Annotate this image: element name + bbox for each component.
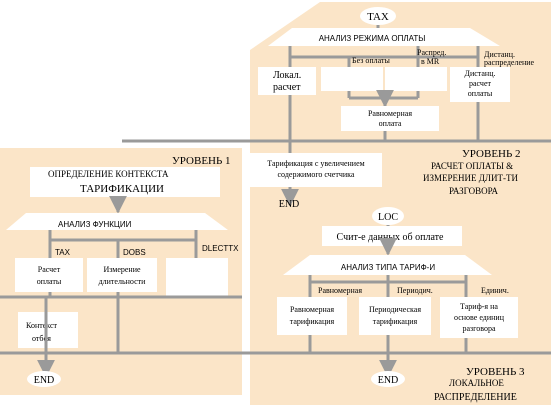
branch-uniform-label: Равномерная (318, 286, 362, 295)
branch-dlecttx-label: DLECTTX (202, 244, 239, 253)
level2-title-1: УРОВЕНЬ 2 (462, 148, 521, 160)
periodic-tariff-label-1: Периодическая (369, 305, 421, 314)
uniform-payment-label-1: Равномерная (368, 109, 412, 118)
branch-periodic-label: Периодич. (397, 286, 433, 295)
level2-start-label: TAX (367, 11, 389, 23)
level2-start-node (360, 7, 396, 25)
level2-title-2: РАСЧЕТ ОПЛАТЫ & (431, 161, 513, 171)
level3-end-node (371, 371, 405, 387)
level3-start-label: LOC (378, 212, 398, 223)
unit-tariff-box (440, 297, 518, 338)
function-analysis-label: АНАЛИЗ ФУНКЦИИ (58, 220, 132, 229)
periodic-tariff-box (359, 297, 431, 335)
branch-unit-label: Единич. (481, 286, 509, 295)
context-box (30, 167, 220, 197)
local-calc-label-2: расчет (273, 82, 301, 93)
context-label-2: ТАРИФИКАЦИИ (80, 183, 164, 195)
calc-payment-label-1: Расчет (38, 265, 61, 274)
remote-calc-label-3: оплаты (468, 89, 493, 98)
mr-box (385, 67, 447, 91)
calc-payment-box (15, 258, 83, 292)
level1-end-node (27, 371, 61, 387)
free-box (321, 67, 383, 91)
uniform-payment-label-2: оплата (379, 119, 402, 128)
type-analysis-label: АНАЛИЗ ТИПА ТАРИФ-И (341, 263, 435, 272)
periodic-tariff-label-2: тарификация (373, 317, 418, 326)
uniform-tariff-label-2: тарификация (290, 317, 335, 326)
dlecttx-box (166, 258, 228, 296)
level2-title-3: ИЗМЕРЕНИЕ ДЛИТ-ТИ (423, 173, 518, 183)
level3-start-node (372, 207, 404, 225)
branch-remote-label-2: распределение (484, 58, 535, 67)
unit-tariff-label-1: Тариф-я на (460, 302, 498, 311)
remote-calc-box (450, 67, 510, 102)
unit-tariff-label-3: разговора (462, 324, 496, 333)
uniform-tariff-box (277, 297, 347, 335)
measure-duration-box (87, 258, 157, 292)
level3-end-label: END (378, 375, 399, 386)
local-calc-label-1: Локал. (273, 70, 301, 81)
read-data-label: Счит-е данных об оплате (337, 232, 444, 243)
level3-title-3: РАСПРЕДЕЛЕНИЕ (434, 392, 517, 403)
level3-title-2: ЛОКАЛЬНОЕ (449, 378, 504, 388)
mode-analysis-label: АНАЛИЗ РЕЖИМА ОПЛАТЫ (319, 34, 426, 43)
read-data-box (322, 226, 462, 246)
level3-title-1: УРОВЕНЬ 3 (466, 366, 525, 378)
context-call-label-2: отбоя (32, 334, 51, 343)
context-call-box (18, 312, 78, 348)
local-calc-box (258, 67, 316, 95)
branch-dobs-label: DOBS (123, 248, 146, 257)
uniform-tariff-label-1: Равномерная (290, 305, 334, 314)
context-call-label-1: Контекст (26, 321, 58, 330)
counter-tariff-label-1: Тарификация с увеличением (267, 159, 364, 168)
level1-end-label: END (34, 375, 55, 386)
level1-title: УРОВЕНЬ 1 (172, 155, 231, 167)
level2-title-4: РАЗГОВОРА (449, 186, 498, 196)
unit-tariff-label-2: основе единиц (454, 313, 505, 322)
measure-duration-label-2: длительности (99, 277, 147, 286)
remote-calc-label-2: расчет (469, 79, 492, 88)
mode-analysis-block (268, 28, 500, 46)
level2-end-label: END (279, 199, 300, 210)
type-analysis-block (283, 255, 492, 275)
calc-payment-label-2: оплаты (37, 277, 62, 286)
measure-duration-label-1: Измерение (103, 265, 141, 274)
branch-mr-label-2: в MR (421, 57, 440, 66)
context-label-1: ОПРЕДЕЛЕНИЕ КОНТЕКСТА (48, 169, 169, 179)
counter-tariff-box (250, 153, 382, 187)
function-analysis-block (6, 213, 228, 230)
branch-mr-label-1: Распред. (417, 48, 446, 57)
branch-tax-label: TAX (55, 248, 71, 257)
branch-free-label: Без оплаты (352, 56, 391, 65)
uniform-payment-box (341, 106, 439, 131)
branch-remote-label-1: Дистанц. (484, 50, 515, 59)
remote-calc-label-1: Дистанц. (465, 69, 496, 78)
counter-tariff-label-2: содержимого счетчика (278, 170, 355, 179)
